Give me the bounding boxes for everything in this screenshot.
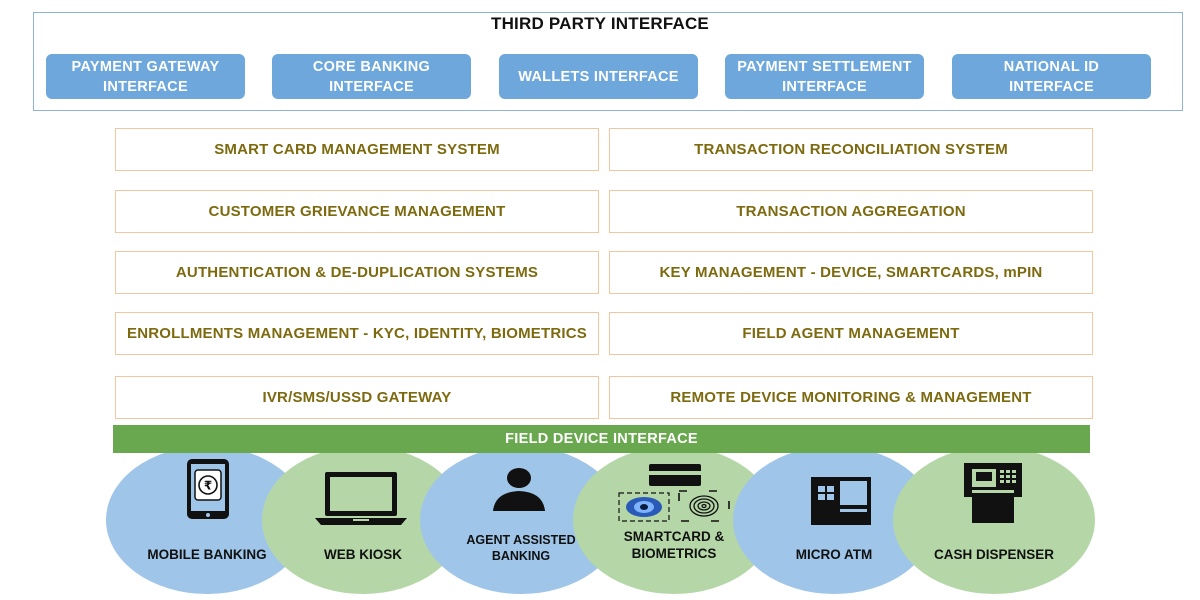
web-kiosk-label: WEB KIOSK [323, 547, 402, 562]
mobile-banking-label: MOBILE BANKING [147, 547, 267, 562]
payment-gateway-interface[interactable]: PAYMENT GATEWAY INTERFACE [46, 54, 245, 99]
smart-card-management-system: SMART CARD MANAGEMENT SYSTEM [115, 128, 599, 171]
cash-dispenser-label: CASH DISPENSER [933, 547, 1055, 562]
micro-atm-icon [811, 477, 871, 525]
atm-icon [964, 463, 1022, 523]
laptop-icon [315, 472, 407, 525]
micro-atm-label: MICRO ATM [795, 547, 873, 562]
customer-grievance-management: CUSTOMER GRIEVANCE MANAGEMENT [115, 190, 599, 233]
national-id-interface[interactable]: NATIONAL ID INTERFACE [952, 54, 1151, 99]
transaction-reconciliation-system: TRANSACTION RECONCILIATION SYSTEM [609, 128, 1093, 171]
key-management: KEY MANAGEMENT - DEVICE, SMARTCARDS, mPI… [609, 251, 1093, 294]
smartcard-biometrics-label: SMARTCARD & BIOMETRICS [623, 529, 725, 561]
remote-device-monitoring: REMOTE DEVICE MONITORING & MANAGEMENT [609, 376, 1093, 419]
mobile-rupee-icon: ₹ [187, 459, 229, 519]
field-device-interface-bar: FIELD DEVICE INTERFACE [113, 425, 1090, 453]
svg-text:₹: ₹ [204, 479, 212, 493]
agent-assisted-banking-label: AGENT ASSISTED BANKING [466, 533, 576, 563]
core-banking-interface[interactable]: CORE BANKING INTERFACE [272, 54, 471, 99]
smartcard-biometric-icon [618, 464, 730, 522]
enrollments-management: ENROLLMENTS MANAGEMENT - KYC, IDENTITY, … [115, 312, 599, 355]
third-party-title: THIRD PARTY INTERFACE [491, 14, 709, 33]
transaction-aggregation: TRANSACTION AGGREGATION [609, 190, 1093, 233]
ivr-sms-ussd-gateway: IVR/SMS/USSD GATEWAY [115, 376, 599, 419]
wallets-interface[interactable]: WALLETS INTERFACE [499, 54, 698, 99]
authentication-deduplication-systems: AUTHENTICATION & DE-DUPLICATION SYSTEMS [115, 251, 599, 294]
payment-settlement-interface[interactable]: PAYMENT SETTLEMENT INTERFACE [725, 54, 924, 99]
field-agent-management: FIELD AGENT MANAGEMENT [609, 312, 1093, 355]
person-icon [493, 468, 545, 511]
